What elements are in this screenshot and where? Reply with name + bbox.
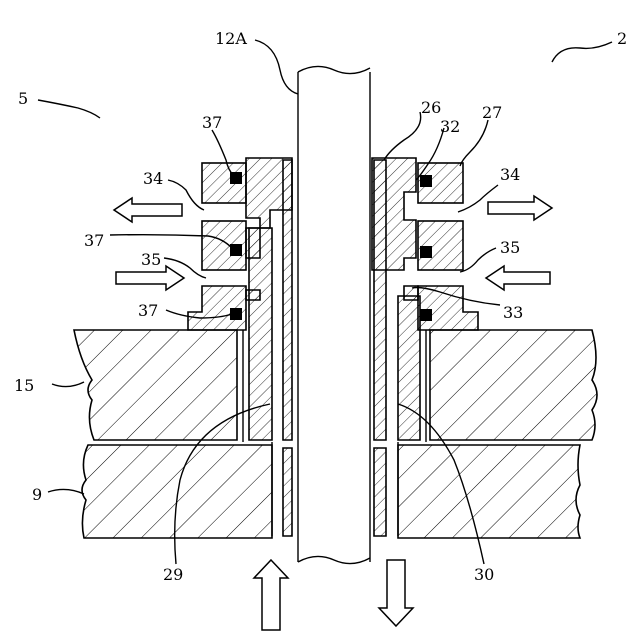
label-right-ring: 27 bbox=[482, 103, 502, 122]
right-rings-27 bbox=[418, 163, 478, 330]
left-middle-seal bbox=[230, 244, 242, 256]
label-block-lower: 9 bbox=[32, 485, 42, 504]
label-channel-left: 29 bbox=[163, 565, 183, 584]
arrow-right-inward bbox=[486, 266, 550, 290]
label-left-middle-seal: 37 bbox=[84, 231, 104, 250]
label-assembly-left: 5 bbox=[18, 89, 28, 108]
label-right-port-upper: 34 bbox=[500, 165, 520, 184]
label-right-port-lower: 35 bbox=[500, 238, 520, 257]
label-left-upper-seal: 37 bbox=[202, 113, 222, 132]
shaft-12a bbox=[298, 66, 370, 564]
label-left-port-upper: 34 bbox=[143, 169, 163, 188]
arrow-left-outward bbox=[114, 198, 182, 222]
arrow-bottom-down bbox=[379, 560, 413, 626]
label-block-upper: 15 bbox=[14, 376, 34, 395]
label-right-lower-seal: 33 bbox=[503, 303, 523, 322]
label-left-port-lower: 35 bbox=[141, 250, 161, 269]
label-right-body: 26 bbox=[421, 98, 441, 117]
right-middle-seal bbox=[420, 246, 432, 258]
label-shaft: 12A bbox=[215, 29, 247, 48]
right-lower-seal bbox=[420, 309, 432, 321]
right-upper-seal bbox=[420, 175, 432, 187]
left-rings bbox=[188, 163, 246, 330]
label-channel-right: 30 bbox=[474, 565, 494, 584]
label-right-upper-seal: 32 bbox=[440, 117, 460, 136]
label-left-lower-seal: 37 bbox=[138, 301, 158, 320]
arrow-bottom-up bbox=[254, 560, 288, 630]
label-assembly-right: 2 bbox=[617, 29, 627, 48]
arrow-left-inward bbox=[116, 266, 184, 290]
arrow-right-outward bbox=[488, 196, 552, 220]
